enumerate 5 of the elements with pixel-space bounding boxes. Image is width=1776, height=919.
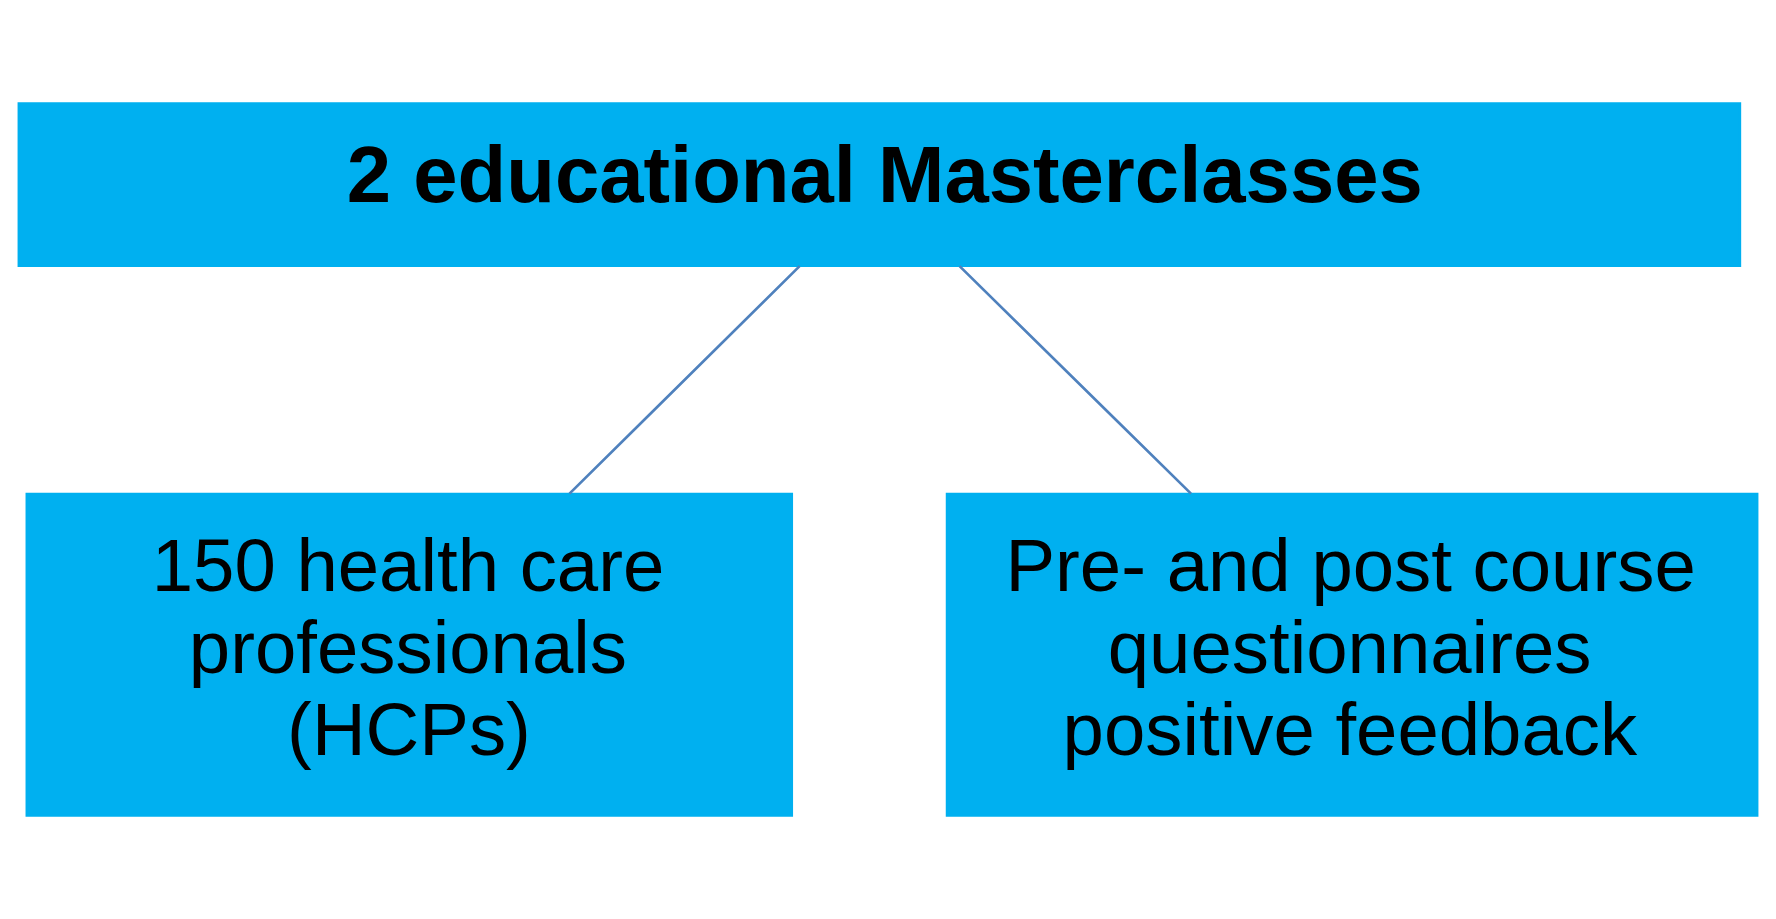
node-box: 2 educational Masterclasses (17, 102, 1742, 267)
node-box: 150 health care professionals (HCPs) (25, 492, 794, 817)
connector (568, 265, 801, 495)
node-box: Pre- and post course questionnaires positive feedback (945, 492, 1759, 817)
connector (958, 265, 1192, 495)
